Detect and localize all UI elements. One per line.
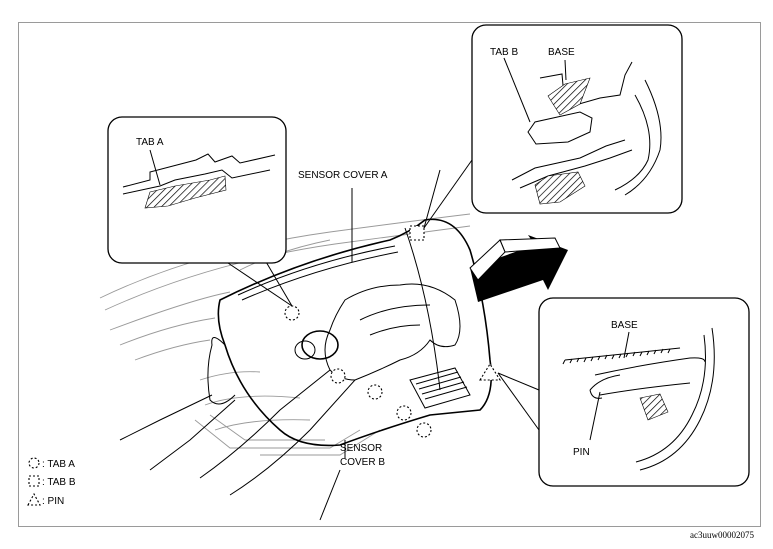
base-tick-marks — [562, 348, 671, 365]
hand-sleeve-line — [319, 469, 341, 521]
legend: : TAB A : TAB B : PIN — [27, 457, 76, 507]
legend-tab-a-label: : TAB A — [42, 459, 75, 470]
tab-b-detail-callout: TAB B BASE — [471, 24, 683, 214]
legend-pin-label: : PIN — [42, 496, 64, 507]
legend-tab-b-label: : TAB B — [42, 477, 76, 488]
figure-frame — [18, 22, 761, 527]
tab-a-detail-callout: TAB A — [107, 116, 287, 264]
pin-marker — [479, 362, 501, 381]
sensor-cover-a-drawing — [217, 218, 493, 447]
hands-drawing — [119, 283, 461, 496]
tab-b-marker — [409, 225, 425, 241]
sensor-cover-b-label-1: SENSOR — [340, 443, 382, 454]
dotted-triangle-icon — [27, 492, 41, 506]
dotted-square-icon — [28, 475, 40, 487]
pin-label: PIN — [573, 447, 590, 458]
tab-a-callout-label: TAB A — [136, 137, 164, 148]
direction-arrow — [469, 235, 568, 302]
tab-a-markers — [284, 305, 432, 438]
vent-grille — [409, 367, 471, 409]
sensor-cover-a-label: SENSOR COVER A — [298, 170, 388, 181]
dotted-circle-icon — [28, 457, 40, 469]
figure-code: ac3uuw00002075 — [690, 530, 754, 540]
tab-b-callout-label: TAB B — [490, 47, 518, 58]
base-top-label: BASE — [548, 47, 575, 58]
base-right-label: BASE — [611, 320, 638, 331]
sensor-cover-b-label-2: COVER B — [340, 457, 385, 468]
pin-detail-callout: BASE PIN — [538, 297, 750, 487]
